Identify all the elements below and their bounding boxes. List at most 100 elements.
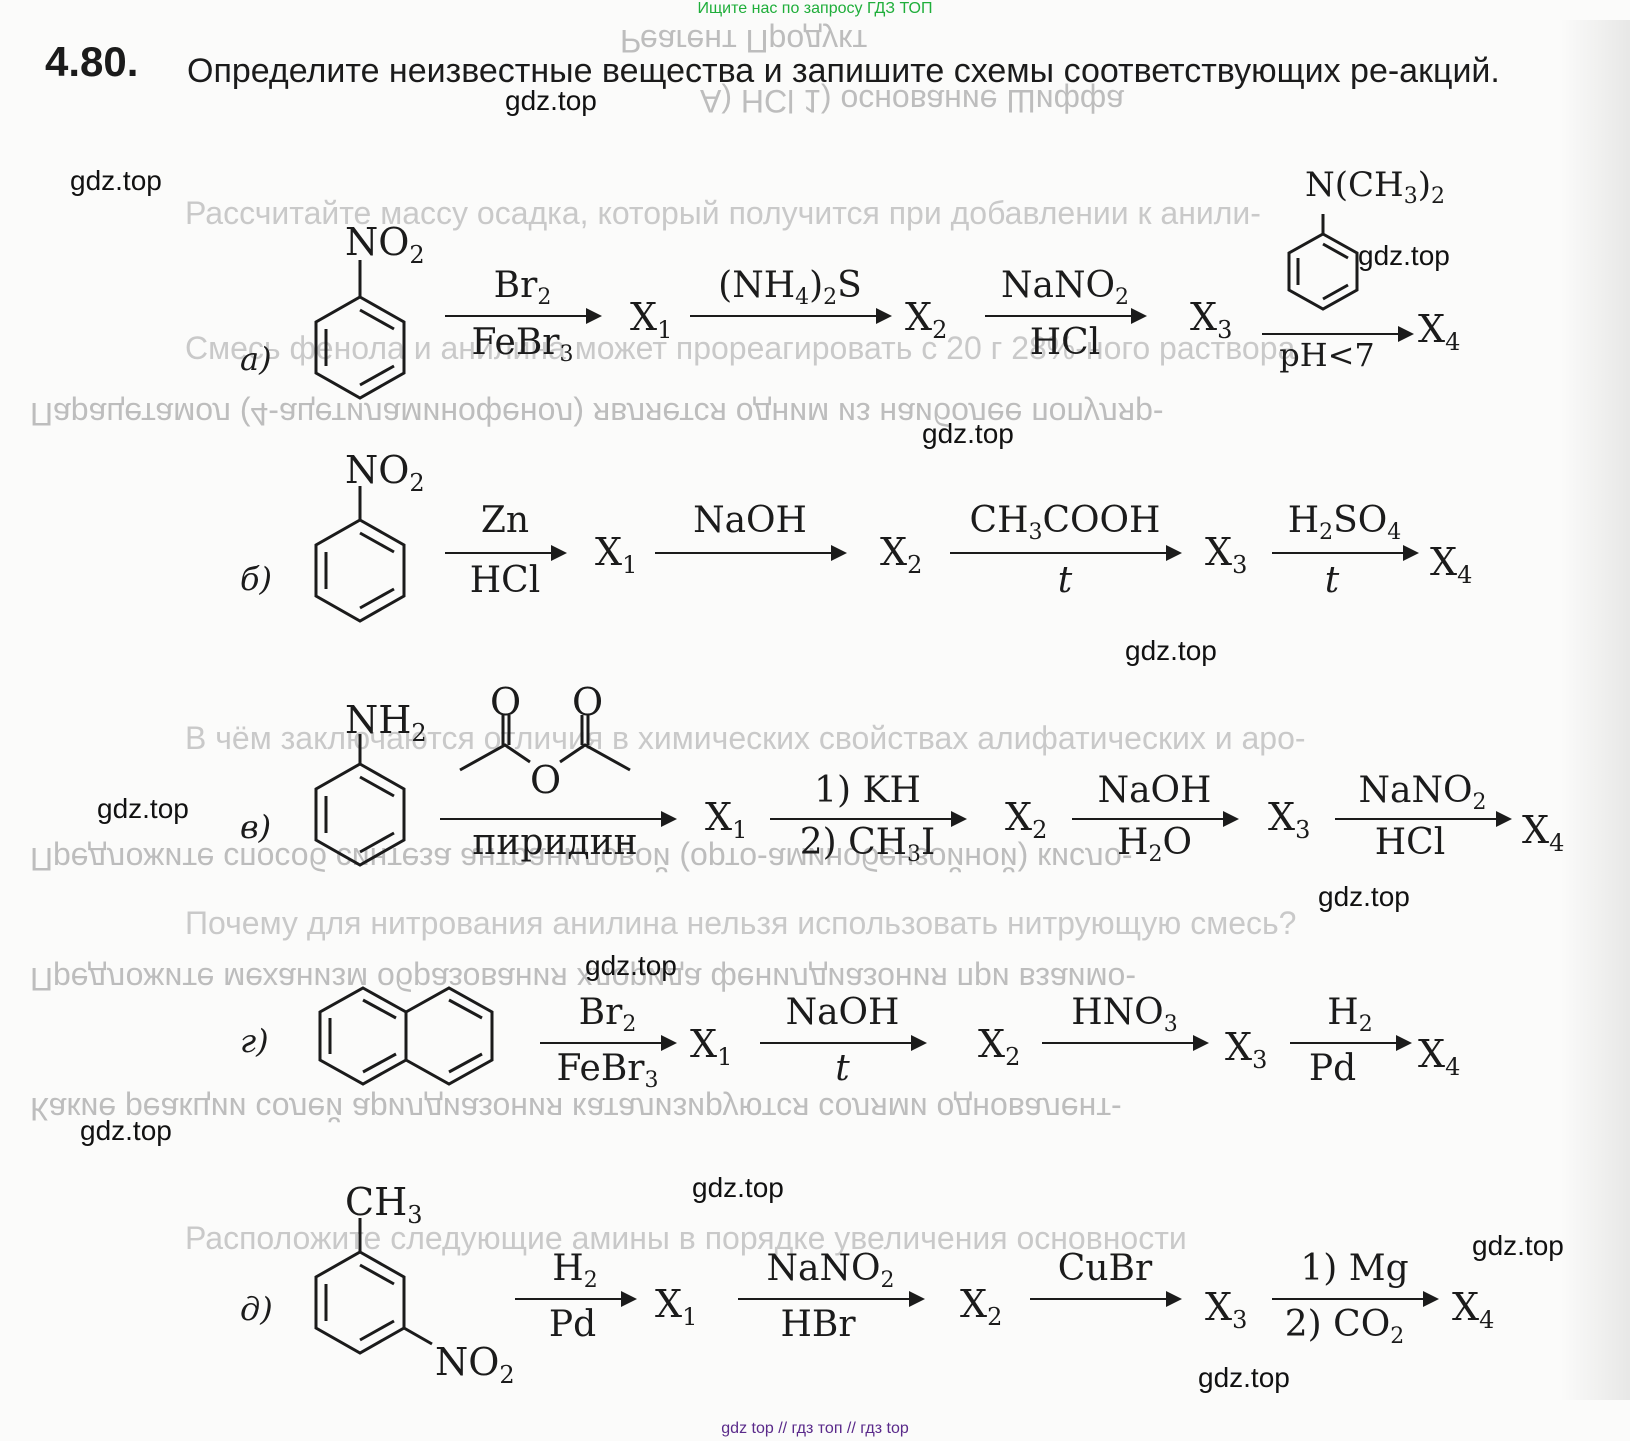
reagent-naoh: NaOH <box>693 500 807 541</box>
intermediate-x2: X2 <box>960 1282 1003 1331</box>
intermediate-x3: X3 <box>1205 530 1248 579</box>
reaction-arrow <box>1272 1291 1439 1307</box>
group-no2: NO2 <box>345 220 425 269</box>
reaction-arrow <box>445 308 602 324</box>
intermediate-x1: X1 <box>705 795 748 844</box>
reaction-arrow <box>1030 1291 1182 1307</box>
ghost-text-line: Смесь фенола и анилина может прореагиров… <box>185 330 1296 366</box>
reaction-arrow <box>738 1291 925 1307</box>
anhydride-oxygen: O <box>530 758 562 802</box>
reagent-nano2: NaNO2 <box>1358 770 1487 815</box>
catalyst-pd: Pd <box>548 1304 597 1345</box>
reaction-arrow <box>770 811 967 827</box>
bottom-banner[interactable]: gdz top // гдз топ // гдз top <box>721 1420 909 1437</box>
reagent-br2: Br2 <box>578 992 637 1037</box>
watermark[interactable]: gdz.top <box>1198 1362 1290 1393</box>
benzene-ring-v <box>314 734 406 867</box>
intermediate-x1: X1 <box>595 530 638 579</box>
watermark[interactable]: gdz.top <box>80 1115 172 1146</box>
benzene-ring-d <box>314 1218 433 1355</box>
reagent-hcl: HCl <box>1374 822 1446 863</box>
condition-t: t <box>835 1048 850 1089</box>
intermediate-x1: X1 <box>690 1022 733 1071</box>
reagent-zn: Zn <box>480 500 530 541</box>
watermark[interactable]: gdz.top <box>585 950 677 981</box>
reaction-arrow <box>1290 1035 1412 1051</box>
watermark[interactable]: gdz.top <box>1358 240 1450 271</box>
watermark[interactable]: gdz.top <box>97 793 189 824</box>
reagent-ch3i: 2) CH3I <box>799 822 936 867</box>
reagent-nh4-2s: (NH4)2S <box>718 265 862 310</box>
reaction-arrow <box>1262 326 1414 342</box>
intermediate-x2: X2 <box>978 1022 1021 1071</box>
reagent-nano2: NaNO2 <box>766 1248 895 1293</box>
watermark[interactable]: gdz.top <box>922 418 1014 449</box>
product-x4: X4 <box>1522 808 1565 857</box>
scheme-label-v: в) <box>240 808 272 846</box>
group-no2: NO2 <box>435 1340 515 1389</box>
product-x4: X4 <box>1452 1285 1495 1334</box>
naphthalene-structure <box>318 986 494 1086</box>
watermark[interactable]: gdz.top <box>1472 1230 1564 1261</box>
reagent-h2o: H2O <box>1117 822 1192 867</box>
ghost-text-line: Почему для нитрования анилина нельзя исп… <box>185 905 1297 941</box>
watermark[interactable]: gdz.top <box>70 165 162 196</box>
ghost-text-line: В чём заключаются отличия в химических с… <box>185 720 1306 756</box>
catalyst-febr3: FeBr3 <box>471 322 574 367</box>
ghost-text-line: Какие реакции солей арилдиазония катализ… <box>30 1091 1122 1127</box>
reaction-arrow <box>440 811 677 827</box>
reaction-arrow <box>985 308 1147 324</box>
reagent-naoh: NaOH <box>785 992 900 1033</box>
intermediate-x1: X1 <box>655 1282 698 1331</box>
reaction-arrow <box>690 308 892 324</box>
reagent-kh: 1) KH <box>814 770 921 811</box>
reaction-arrow <box>515 1291 637 1307</box>
top-banner[interactable]: Ищите нас по запросу ГДЗ ТОП <box>697 0 933 17</box>
watermark[interactable]: gdz.top <box>692 1172 784 1203</box>
product-x4: X4 <box>1430 540 1473 589</box>
ghost-text-line: Расположите следующие амины в порядке ув… <box>185 1220 1187 1256</box>
reagent-hcl: HCl <box>1029 322 1101 363</box>
reaction-arrow <box>1272 545 1419 561</box>
intermediate-x3: X3 <box>1205 1285 1248 1334</box>
condition-t: t <box>1057 560 1073 601</box>
scheme-label-a: а) <box>240 340 272 378</box>
intermediate-x3: X3 <box>1268 795 1311 844</box>
reaction-arrow <box>1335 811 1512 827</box>
reaction-arrow <box>540 1035 677 1051</box>
group-n-ch3-2: N(CH3)2 <box>1305 165 1445 209</box>
group-ch3: CH3 <box>345 1180 423 1229</box>
intermediate-x1: X1 <box>630 295 673 344</box>
reagent-cubr: CuBr <box>1057 1248 1153 1289</box>
condition-t: t <box>1324 560 1340 601</box>
problem-text: Определите неизвестные вещества и запиши… <box>187 52 1500 90</box>
reaction-arrow <box>1042 1035 1209 1051</box>
scheme-label-b: б) <box>240 560 273 598</box>
reagent-h2so4: H2SO4 <box>1287 500 1402 545</box>
watermark[interactable]: gdz.top <box>1125 635 1217 666</box>
group-nh2: NH2 <box>345 698 427 747</box>
reaction-arrow <box>1072 811 1239 827</box>
reagent-mg: 1) Mg <box>1300 1248 1409 1289</box>
catalyst-febr3: FeBr3 <box>556 1048 659 1093</box>
intermediate-x2: X2 <box>905 295 948 344</box>
reagent-naoh: NaOH <box>1097 770 1212 811</box>
problem-number: 4.80. <box>45 38 139 85</box>
reagent-hno3: HNO3 <box>1071 992 1178 1037</box>
group-no2: NO2 <box>345 448 425 497</box>
scheme-label-d: д) <box>240 1290 273 1328</box>
reagent-h2: H2 <box>552 1248 598 1293</box>
intermediate-x3: X3 <box>1190 295 1233 344</box>
reaction-arrow <box>655 545 847 561</box>
solvent-pyridine: пиридин <box>472 822 638 863</box>
reaction-arrow <box>445 545 567 561</box>
benzene-ring-a <box>314 260 406 400</box>
watermark[interactable]: gdz.top <box>1318 881 1410 912</box>
dimethylaniline-ring <box>1287 214 1359 311</box>
reaction-arrow <box>950 545 1182 561</box>
catalyst-pd: Pd <box>1308 1048 1357 1089</box>
condition-ph: pH<7 <box>1279 336 1375 374</box>
watermark[interactable]: gdz.top <box>505 85 597 116</box>
acetic-anhydride-structure <box>459 715 631 772</box>
reagent-br2: Br2 <box>493 265 552 310</box>
